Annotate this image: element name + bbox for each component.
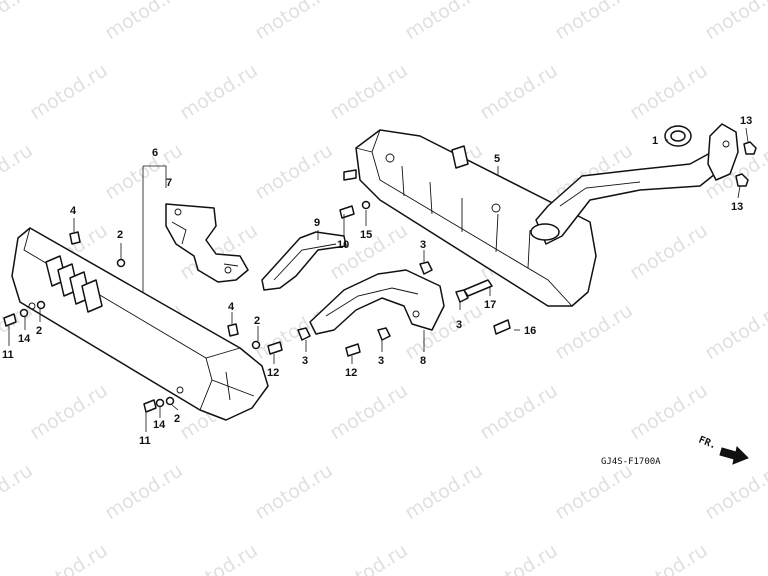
callout-2: 2 (36, 325, 42, 337)
watermark-text: motod.ru (626, 539, 712, 576)
watermark-text: motod.ru (0, 459, 37, 524)
watermark-text: motod.ru (701, 0, 768, 44)
watermark-text: motod.ru (176, 539, 262, 576)
watermark-text: motod.ru (551, 459, 637, 524)
watermark-text: motod.ru (326, 379, 412, 444)
watermark-text: motod.ru (701, 299, 768, 364)
diagram-code: GJ4S-F1700A (601, 457, 661, 467)
muffler-body (343, 129, 721, 307)
callout-14: 14 (153, 419, 166, 431)
watermark-text: motod.ru (101, 459, 187, 524)
watermark-text: motod.ru (251, 139, 337, 204)
watermark-text: motod.ru (476, 59, 562, 124)
callout-9: 9 (314, 217, 320, 229)
callout-4: 4 (70, 205, 77, 217)
callout-3: 3 (302, 355, 308, 367)
callout-15: 15 (360, 229, 372, 241)
callout-3: 3 (456, 319, 462, 331)
callout-14: 14 (18, 333, 31, 345)
watermark-text: motod.ru (26, 539, 112, 576)
callout-4: 4 (228, 301, 235, 313)
callout-labels: 1 2 2 2 2 3 3 3 3 4 4 5 6 7 8 9 10 11 11… (2, 115, 752, 447)
callout-11: 11 (2, 349, 14, 361)
front-direction-label: FR. (697, 435, 718, 452)
muffler-protector (261, 231, 347, 291)
watermark-text: motod.ru (251, 0, 337, 44)
callout-2: 2 (254, 315, 260, 327)
callout-2: 2 (117, 229, 123, 241)
watermark-text: motod.ru (0, 0, 37, 44)
leader-lines (8, 127, 749, 432)
watermark-text: motod.ru (26, 379, 112, 444)
heat-shield-cover (11, 227, 269, 421)
callout-12: 12 (267, 367, 279, 379)
lower-protector (309, 269, 445, 335)
callout-12: 12 (345, 367, 357, 379)
watermark-text: motod.ru (176, 59, 262, 124)
callout-6: 6 (152, 147, 158, 159)
callout-7: 7 (166, 177, 172, 189)
callout-13: 13 (731, 201, 743, 213)
watermark-text: motod.ru (326, 539, 412, 576)
callout-11: 11 (139, 435, 151, 447)
watermark-text: motod.ru (326, 59, 412, 124)
watermark-text: motod.ru (551, 0, 637, 44)
pipe-flange (707, 123, 739, 181)
watermark-text: motod.ru (401, 459, 487, 524)
watermark-text: motod.ru (551, 299, 637, 364)
watermark-text: motod.ru (26, 59, 112, 124)
callout-2: 2 (174, 413, 180, 425)
front-arrow-icon (719, 445, 749, 465)
callout-1: 1 (652, 135, 658, 147)
callout-5: 5 (494, 153, 500, 165)
callout-8: 8 (420, 355, 426, 367)
watermark-text: motod.ru (626, 219, 712, 284)
watermark-text: motod.ru (476, 379, 562, 444)
watermark-text: motod.ru (101, 139, 187, 204)
watermark-text: motod.ru (101, 0, 187, 44)
watermark-text: motod.ru (251, 459, 337, 524)
callout-3: 3 (378, 355, 384, 367)
watermark-text: motod.ru (626, 59, 712, 124)
watermark-text: motod.ru (401, 0, 487, 44)
callout-13: 13 (740, 115, 752, 127)
callout-17: 17 (484, 299, 496, 311)
callout-10: 10 (337, 239, 349, 251)
callout-3: 3 (420, 239, 426, 251)
watermark-text: motod.ru (0, 139, 37, 204)
watermark-text: motod.ru (476, 539, 562, 576)
front-direction-marker: FR. (697, 435, 749, 465)
watermark-text: motod.ru (701, 459, 768, 524)
callout-16: 16 (524, 325, 536, 337)
exhaust-gasket (664, 125, 692, 147)
fasteners (3, 141, 757, 413)
shield-bracket (165, 203, 249, 283)
watermark-text: motod.ru (626, 379, 712, 444)
